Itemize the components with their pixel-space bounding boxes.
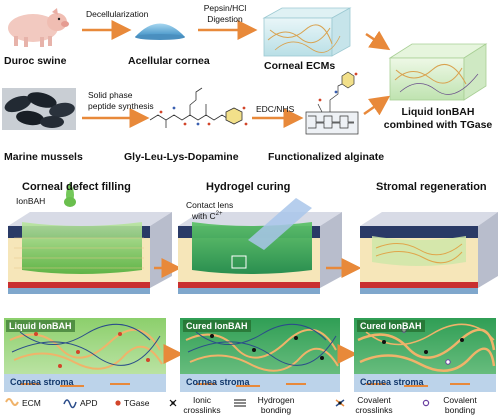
- alginate-structure: [305, 71, 359, 135]
- apd-chain-icon: [63, 399, 77, 409]
- eye-block-filling: [8, 212, 172, 294]
- peptide-molecule: [149, 87, 248, 128]
- label-decell: Decellularization: [86, 9, 149, 19]
- tag-cured-ionbah-2: Cured IonBAH: [357, 320, 425, 332]
- label-peptide: Gly-Leu-Lys-Dopamine: [124, 151, 239, 163]
- hydrogen-bond-icon: [234, 399, 246, 407]
- label-duroc: Duroc swine: [4, 55, 67, 67]
- droplet-icon: [64, 182, 76, 207]
- legend-covb-1: Covalent: [443, 395, 477, 405]
- zoom-panel-regenerated: [354, 318, 496, 392]
- contact-lens: [248, 198, 312, 250]
- zoom-panel-liquid: [4, 318, 166, 392]
- legend-hbond-2: bonding: [260, 405, 292, 415]
- legend-icons: [5, 398, 430, 409]
- label-ionbah: IonBAH: [16, 196, 46, 206]
- label-spps-1: Solid phase: [88, 90, 133, 100]
- eye-block-regeneration: [360, 212, 498, 294]
- arrow-ecm-to-liquid: [365, 30, 391, 51]
- tag-liquid-ionbah: Liquid IonBAH: [6, 320, 75, 332]
- step-title-filling: Corneal defect filling: [22, 181, 131, 193]
- legend-ionic-2: crosslinks: [183, 405, 221, 415]
- mussels-illustration: [2, 88, 76, 130]
- eye-block-curing: [178, 212, 342, 294]
- ionic-crosslink-icon: [169, 399, 177, 407]
- label-stroma-1: Cornea stroma: [10, 377, 74, 387]
- tgase-dot-icon: [115, 400, 121, 406]
- label-stroma-3: Cornea stroma: [360, 377, 424, 387]
- acellular-cornea-dome: [135, 23, 185, 40]
- covalent-bond-icon: [422, 399, 430, 407]
- covalent-crosslink-icon: [335, 399, 345, 407]
- legend-covb-2: bonding: [444, 405, 476, 415]
- legend-ecm: ECM: [22, 398, 41, 408]
- label-pepsin-1: Pepsin/HCl: [203, 3, 247, 13]
- label-contact-1: Contact lens: [186, 200, 234, 210]
- legend-tgase: TGase: [124, 398, 150, 408]
- ecm-fiber-icon: [5, 398, 19, 406]
- label-liquid-2: combined with TGase: [383, 119, 493, 131]
- corneal-ecm-box: [262, 7, 352, 57]
- step-title-curing: Hydrogel curing: [206, 181, 291, 193]
- label-alginate: Functionalized alginate: [268, 151, 385, 163]
- pig-illustration: [8, 8, 69, 47]
- label-edc: EDC/NHS: [256, 104, 295, 114]
- tag-cured-ionbah-1: Cured IonBAH: [183, 320, 251, 332]
- liquid-ionbah-box: [388, 43, 488, 101]
- label-stroma-2: Cornea stroma: [186, 377, 250, 387]
- arrow-alginate-to-liquid: [363, 95, 391, 116]
- label-liquid-1: Liquid IonBAH: [401, 106, 475, 118]
- legend-apd: APD: [80, 398, 98, 408]
- legend-cov-1: Covalent: [357, 395, 391, 405]
- legend-ionic-1: Ionic: [193, 395, 211, 405]
- label-ecm: Corneal ECMs: [264, 60, 336, 72]
- label-spps-2: peptide synthesis: [88, 101, 154, 111]
- label-cornea: Acellular cornea: [128, 55, 210, 67]
- label-contact-2: with C2+: [192, 211, 223, 221]
- legend-cov-2: crosslinks: [355, 405, 393, 415]
- step-title-regeneration: Stromal regeneration: [376, 181, 487, 193]
- legend-hbond-1: Hydrogen: [257, 395, 295, 405]
- label-pepsin-2: Digestion: [207, 14, 243, 24]
- label-mussels: Marine mussels: [4, 151, 83, 163]
